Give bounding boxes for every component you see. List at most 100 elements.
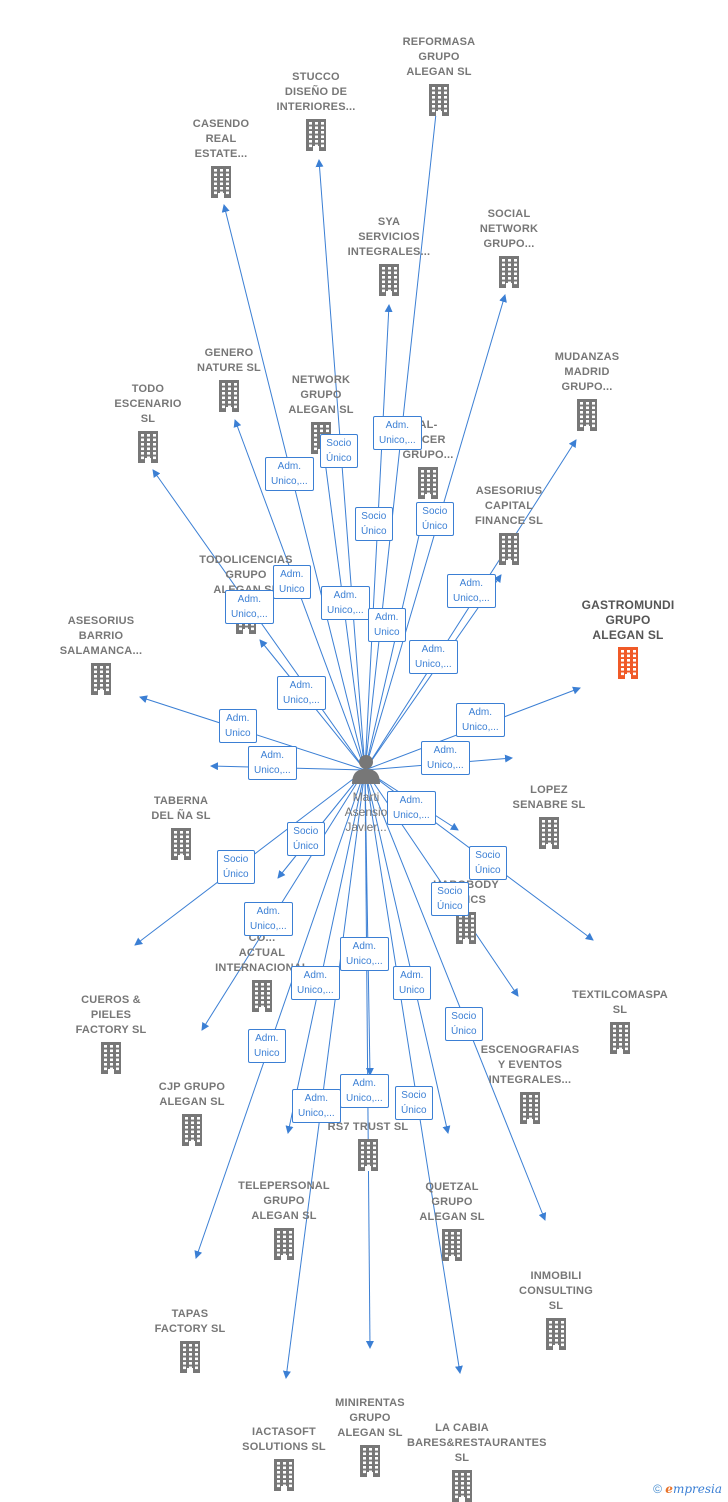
company-node-cabia[interactable]: LA CABIA BARES&RESTAURANTES SL — [407, 1421, 546, 1502]
company-node-gastromundi[interactable]: GASTROMUNDI GRUPO ALEGAN SL — [573, 598, 683, 679]
company-label: TELEPERSONAL GRUPO ALEGAN SL — [238, 1180, 330, 1222]
role-badge[interactable]: Adm. Unico,... — [340, 937, 389, 971]
company-label: TODO ESCENARIO SL — [114, 383, 182, 425]
building-icon — [180, 1341, 200, 1373]
role-badge[interactable]: Socio Único — [395, 1086, 433, 1120]
company-label: TEXTILCOMASPA SL — [572, 989, 668, 1016]
company-label: CJP GRUPO ALEGAN SL — [158, 1081, 226, 1108]
person-label: Marti Asensio Javier... — [344, 790, 388, 834]
role-badge[interactable]: Adm. Unico,... — [321, 586, 370, 620]
role-badge[interactable]: Socio Único — [445, 1007, 483, 1041]
role-badge[interactable]: Adm. Unico,... — [277, 676, 326, 710]
role-badge[interactable]: Adm. Unico,... — [447, 574, 496, 608]
company-node-inmobili[interactable]: INMOBILI CONSULTING SL — [501, 1269, 611, 1350]
company-label: ASESORIUS CAPITAL FINANCE SL — [475, 485, 543, 527]
role-badge[interactable]: Adm. Unico,... — [373, 416, 422, 450]
building-icon — [360, 1445, 380, 1477]
person-node[interactable] — [346, 752, 386, 789]
building-icon — [101, 1042, 121, 1074]
company-node-cjp[interactable]: CJP GRUPO ALEGAN SL — [137, 1080, 247, 1146]
role-badge[interactable]: Adm. Unico — [393, 966, 431, 1000]
company-node-quetzal[interactable]: QUETZAL GRUPO ALEGAN SL — [397, 1180, 507, 1261]
role-badge[interactable]: Socio Único — [355, 507, 393, 541]
company-node-escenografias[interactable]: ESCENOGRAFIAS Y EVENTOS INTEGRALES... — [475, 1043, 585, 1124]
role-badge[interactable]: Adm. Unico,... — [291, 966, 340, 1000]
building-icon — [618, 647, 638, 679]
building-icon — [546, 1318, 566, 1350]
company-node-textil[interactable]: TEXTILCOMASPA SL — [565, 988, 675, 1054]
role-badge[interactable]: Adm. Unico — [219, 709, 257, 743]
company-node-mudanzas[interactable]: MUDANZAS MADRID GRUPO... — [532, 350, 642, 431]
brand-e: e — [665, 1482, 673, 1496]
company-node-taberna[interactable]: TABERNA DEL ÑA SL — [126, 794, 236, 860]
role-badge[interactable]: Adm. Unico — [248, 1029, 286, 1063]
edge-telepersonal — [285, 769, 366, 1134]
building-icon — [91, 663, 111, 695]
role-badge[interactable]: Socio Único — [469, 846, 507, 880]
role-badge[interactable]: Socio Único — [287, 822, 325, 856]
company-node-reformasa[interactable]: REFORMASA GRUPO ALEGAN SL — [384, 35, 494, 116]
company-node-lopez[interactable]: LOPEZ SENABRE SL — [494, 783, 604, 849]
building-icon — [252, 980, 272, 1012]
role-badge[interactable]: Socio Único — [217, 850, 255, 884]
building-icon — [138, 431, 158, 463]
company-node-capital[interactable]: ASESORIUS CAPITAL FINANCE SL — [454, 484, 564, 565]
building-icon — [499, 533, 519, 565]
company-node-telepersonal[interactable]: TELEPERSONAL GRUPO ALEGAN SL — [229, 1179, 339, 1260]
company-node-actual[interactable]: CO... ACTUAL INTERNACIONAL — [207, 931, 317, 1012]
role-badge[interactable]: Adm. Unico,... — [456, 703, 505, 737]
building-icon — [499, 256, 519, 288]
edge-cjp — [201, 769, 366, 1031]
role-badge[interactable]: Adm. Unico,... — [387, 791, 436, 825]
role-badge[interactable]: Adm. Unico,... — [265, 457, 314, 491]
building-icon — [610, 1022, 630, 1054]
role-badge[interactable]: Socio Único — [320, 434, 358, 468]
company-node-social[interactable]: SOCIAL NETWORK GRUPO... — [454, 207, 564, 288]
role-badge[interactable]: Socio Único — [431, 882, 469, 916]
company-label: SOCIAL NETWORK GRUPO... — [479, 208, 539, 250]
company-label: ESCENOGRAFIAS Y EVENTOS INTEGRALES... — [480, 1044, 580, 1086]
role-badge[interactable]: Adm. Unico,... — [340, 1074, 389, 1108]
company-node-casendo[interactable]: CASENDO REAL ESTATE... — [166, 117, 276, 198]
company-node-genero[interactable]: GENERO NATURE SL — [174, 346, 284, 412]
role-badge[interactable]: Adm. Unico,... — [248, 746, 297, 780]
edge-quetzal — [364, 769, 451, 1134]
role-badge[interactable]: Adm. Unico,... — [292, 1089, 341, 1123]
role-badge[interactable]: Socio Único — [416, 502, 454, 536]
role-badge[interactable]: Adm. Unico — [273, 565, 311, 599]
role-badge[interactable]: Adm. Unico,... — [409, 640, 458, 674]
company-label: STUCCO DISEÑO DE INTERIORES... — [276, 71, 356, 113]
company-label: CUEROS & PIELES FACTORY SL — [75, 994, 147, 1036]
role-badge[interactable]: Adm. Unico,... — [244, 902, 293, 936]
company-node-stucco[interactable]: STUCCO DISEÑO DE INTERIORES... — [261, 70, 371, 151]
company-node-iactasoft[interactable]: IACTASOFT SOLUTIONS SL — [229, 1425, 339, 1491]
company-node-tapas[interactable]: TAPAS FACTORY SL — [135, 1307, 245, 1373]
company-node-sya[interactable]: SYA SERVICIOS INTEGRALES... — [334, 215, 444, 296]
company-label: SYA SERVICIOS INTEGRALES... — [347, 216, 431, 258]
company-label: REFORMASA GRUPO ALEGAN SL — [402, 36, 476, 78]
role-badge[interactable]: Adm. Unico,... — [421, 741, 470, 775]
company-label: MUDANZAS MADRID GRUPO... — [554, 351, 620, 393]
company-label: IACTASOFT SOLUTIONS SL — [242, 1426, 326, 1453]
edge-cabia — [364, 769, 463, 1374]
company-node-rs7[interactable]: RS7 TRUST SL — [313, 1120, 423, 1171]
company-label: NETWORK GRUPO ALEGAN SL — [288, 374, 354, 416]
company-label: QUETZAL GRUPO ALEGAN SL — [419, 1181, 485, 1223]
company-node-barrio[interactable]: ASESORIUS BARRIO SALAMANCA... — [46, 614, 156, 695]
company-node-todo[interactable]: TODO ESCENARIO SL — [93, 382, 203, 463]
edge-minirentas — [364, 769, 374, 1349]
building-icon — [539, 817, 559, 849]
company-node-minirentas[interactable]: MINIRENTAS GRUPO ALEGAN SL — [315, 1396, 425, 1477]
building-icon — [456, 912, 476, 944]
company-label: LOPEZ SENABRE SL — [512, 784, 586, 811]
company-label: MINIRENTAS GRUPO ALEGAN SL — [335, 1397, 405, 1439]
edge-inmobili — [364, 769, 547, 1221]
building-icon — [520, 1092, 540, 1124]
role-badge[interactable]: Adm. Unico — [368, 608, 406, 642]
role-badge[interactable]: Adm. Unico,... — [225, 590, 274, 624]
edge-tapas — [194, 769, 366, 1259]
building-icon — [418, 467, 438, 499]
company-label: TAPAS FACTORY SL — [154, 1308, 226, 1335]
company-node-cueros[interactable]: CUEROS & PIELES FACTORY SL — [56, 993, 166, 1074]
